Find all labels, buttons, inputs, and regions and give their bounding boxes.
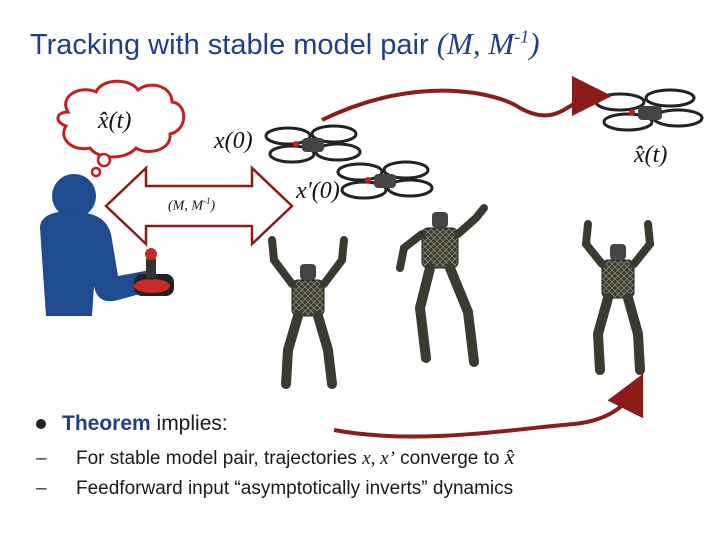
drone-2 xyxy=(336,160,434,200)
joystick-icon xyxy=(134,248,174,296)
robot-1 xyxy=(268,236,348,389)
drone-target xyxy=(594,88,704,132)
drone-label-1: x(0) xyxy=(214,128,253,154)
bullet-sub-1: –For stable model pair, trajectories x, … xyxy=(36,444,515,469)
drone-trajectory-arrow xyxy=(321,76,612,122)
thought-label: x̂(t) xyxy=(98,108,132,134)
bullet-sub-2: –Feedforward input “asymptotically inver… xyxy=(36,478,514,499)
bullet-list: Theorem implies: –For stable model pair,… xyxy=(36,412,515,500)
drone-label-2: x'(0) xyxy=(296,178,340,204)
person-silhouette xyxy=(40,174,154,316)
model-pair-arrow xyxy=(104,165,294,247)
thought-cloud xyxy=(56,79,186,178)
title-math: (M, M-1) xyxy=(436,26,540,61)
robot-2 xyxy=(396,204,488,367)
drone-1 xyxy=(264,124,362,164)
bullet-dot-icon xyxy=(36,419,46,430)
robot-trajectory-arrow xyxy=(333,373,644,439)
bullet-main: Theorem implies: xyxy=(36,412,515,436)
title-text: Tracking with stable model pair xyxy=(30,29,429,61)
target-label: x̂(t) xyxy=(634,142,668,168)
slide-title: Tracking with stable model pair (M, M-1) xyxy=(30,26,540,62)
robot-target xyxy=(581,220,655,375)
arrow-label: (M, M-1) xyxy=(168,196,216,214)
